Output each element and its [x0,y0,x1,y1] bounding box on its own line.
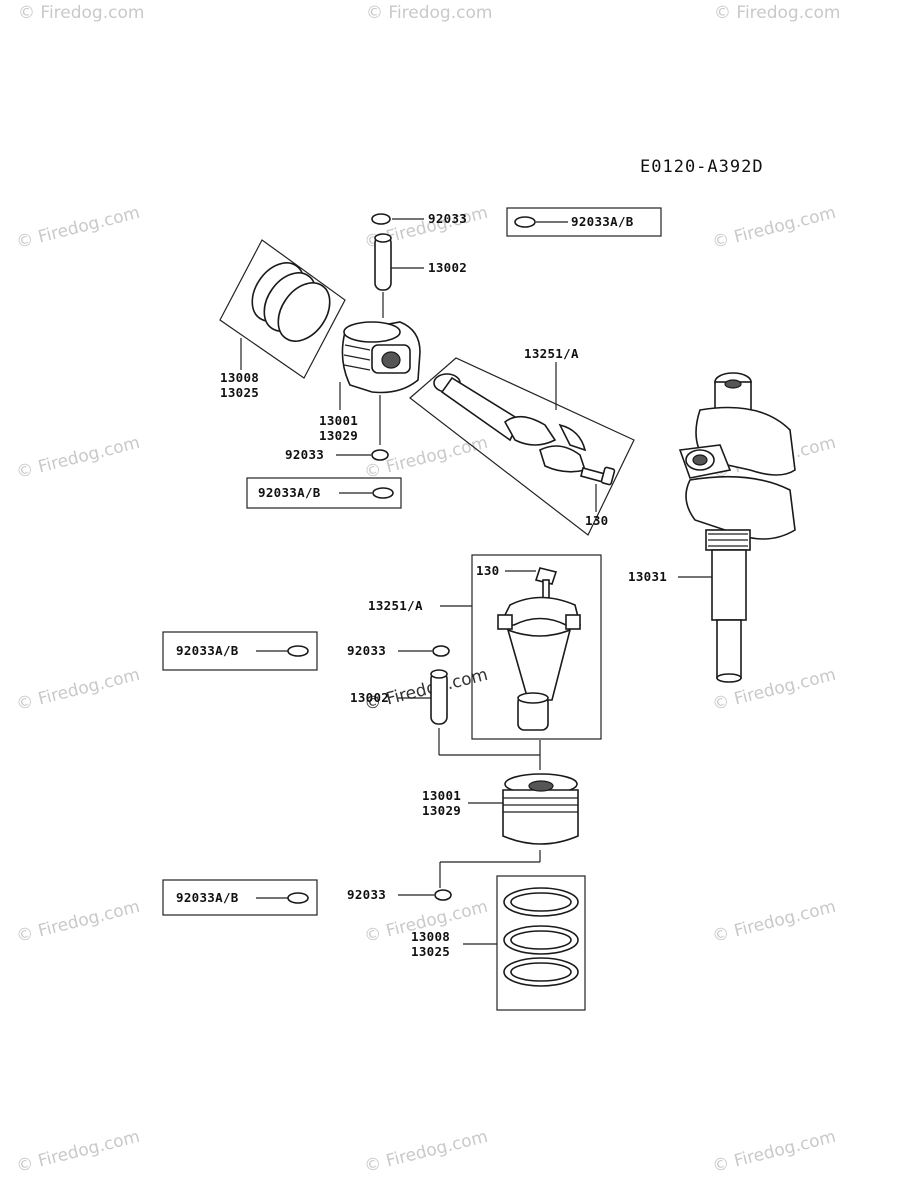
part-label-13025[interactable]: 13025 [220,385,259,400]
watermark: © Firedog.com [14,433,142,483]
clip-set-box-mid[interactable] [246,477,402,509]
part-label-130[interactable]: 130 [585,513,608,528]
part-label-130[interactable]: 130 [476,563,499,578]
watermark: © Firedog.com [14,897,142,947]
piston-bottom[interactable] [439,773,579,888]
part-label-92033ab[interactable]: 92033A/B [176,643,239,658]
piston-rings-box-top[interactable] [219,239,346,379]
part-label-13002[interactable]: 13002 [350,690,389,705]
circlip-top-lower[interactable] [336,449,389,461]
piston-rings-box-bottom[interactable] [463,875,586,1011]
watermark: © Firedog.com [14,665,142,715]
circlip-bottom-2[interactable] [398,889,452,901]
clip-set-box-bottom-1[interactable] [162,631,318,671]
part-label-13025[interactable]: 13025 [411,944,450,959]
clip-set-box-top[interactable] [506,207,662,237]
piston-pin-bottom[interactable] [398,669,541,770]
connecting-rod-box-bottom[interactable] [440,554,602,740]
circlip-bottom-1[interactable] [398,645,450,657]
watermark: © Firedog.com [366,3,492,23]
watermark: © Firedog.com [710,203,838,253]
crankshaft[interactable] [678,372,796,683]
watermark: © Firedog.com [18,3,144,23]
watermark: © Firedog.com [714,3,840,23]
part-label-92033[interactable]: 92033 [285,447,324,462]
watermark: © Firedog.com [710,897,838,947]
piston-pin-top[interactable] [374,233,424,318]
part-label-13029[interactable]: 13029 [422,803,461,818]
rod-bolt-top[interactable] [580,466,616,512]
part-label-13251a[interactable]: 13251/A [524,346,579,361]
part-label-92033ab[interactable]: 92033A/B [571,214,634,229]
part-label-92033[interactable]: 92033 [428,211,467,226]
watermark: © Firedog.com [710,1127,838,1177]
part-label-13029[interactable]: 13029 [319,428,358,443]
watermark: © Firedog.com [14,1127,142,1177]
part-label-13001[interactable]: 13001 [319,413,358,428]
part-label-13031[interactable]: 13031 [628,569,667,584]
diagram-code: E0120-A392D [640,157,764,177]
part-label-92033ab[interactable]: 92033A/B [176,890,239,905]
part-label-13008[interactable]: 13008 [411,929,450,944]
connecting-rod-box-top[interactable] [409,357,635,536]
watermark: © Firedog.com [14,203,142,253]
circlip-top[interactable] [371,213,424,225]
part-label-92033[interactable]: 92033 [347,887,386,902]
part-label-13002[interactable]: 13002 [428,260,467,275]
part-label-13251a[interactable]: 13251/A [368,598,423,613]
clip-set-box-bottom-2[interactable] [162,879,318,916]
part-label-13008[interactable]: 13008 [220,370,259,385]
part-label-13001[interactable]: 13001 [422,788,461,803]
part-label-92033ab[interactable]: 92033A/B [258,485,321,500]
piston-top[interactable] [339,321,421,445]
watermark: © Firedog.com [362,1127,490,1177]
part-label-92033[interactable]: 92033 [347,643,386,658]
